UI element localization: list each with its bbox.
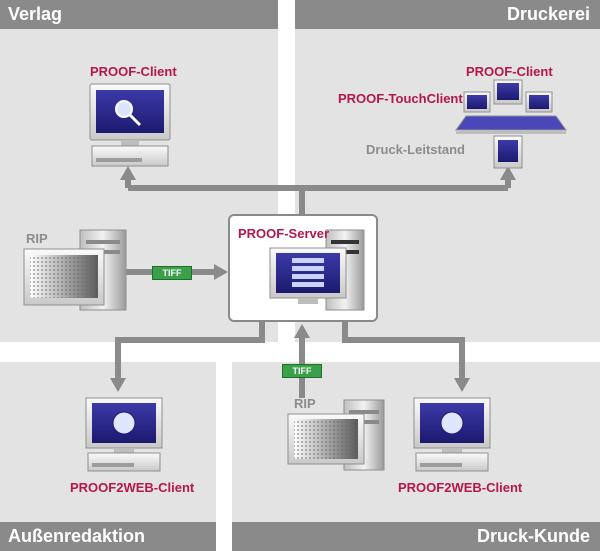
label-touch-client: PROOF-TouchClient: [338, 91, 463, 106]
tiff-badge-left: TIFF: [152, 266, 192, 280]
arrow-into-server-bottom: [294, 324, 310, 338]
arrow-web-left: [110, 378, 126, 392]
rip-left-computer: [23, 229, 127, 311]
line-to-web-left: [115, 322, 265, 378]
label-druckerei-client: PROOF-Client: [466, 64, 553, 79]
arrow-heads: [110, 166, 516, 392]
magnifier-icon: [115, 100, 133, 118]
zone-title-druckerei: Druckerei: [295, 0, 600, 29]
label-rip-left: RIP: [26, 231, 48, 246]
arrow-leitstand: [500, 166, 516, 180]
arrow-verlag-client: [120, 166, 136, 180]
zone-title-verlag: Verlag: [0, 0, 278, 29]
label-web-client-right: PROOF2WEB-Client: [398, 480, 523, 495]
arrow-web-right: [454, 378, 470, 392]
touch-client-workstation: [455, 79, 567, 134]
leitstand-terminal: [493, 135, 523, 169]
zone-title-druck-kunde: Druck-Kunde: [232, 522, 600, 551]
label-verlag-client: PROOF-Client: [90, 64, 177, 79]
server-computer: [269, 229, 365, 311]
label-rip-bottom: RIP: [294, 396, 316, 411]
label-server: PROOF-Server: [238, 226, 330, 241]
tiff-badge-bottom: TIFF: [282, 364, 322, 378]
rip-bottom-computer: [287, 399, 385, 471]
verlag-client-computer: [89, 83, 171, 167]
web-client-right-computer: [413, 397, 491, 472]
globe-icon: [441, 412, 463, 434]
line-to-web-right: [342, 322, 465, 378]
web-client-left-computer: [85, 397, 163, 472]
label-web-client-left: PROOF2WEB-Client: [70, 480, 195, 495]
connector-lines: [115, 180, 511, 398]
arrow-into-server-left: [214, 264, 228, 280]
zone-title-aussenredaktion: Außenredaktion: [0, 522, 216, 551]
globe-icon: [113, 412, 135, 434]
server-db-icon: [292, 258, 324, 287]
label-leitstand: Druck-Leitstand: [366, 142, 465, 157]
